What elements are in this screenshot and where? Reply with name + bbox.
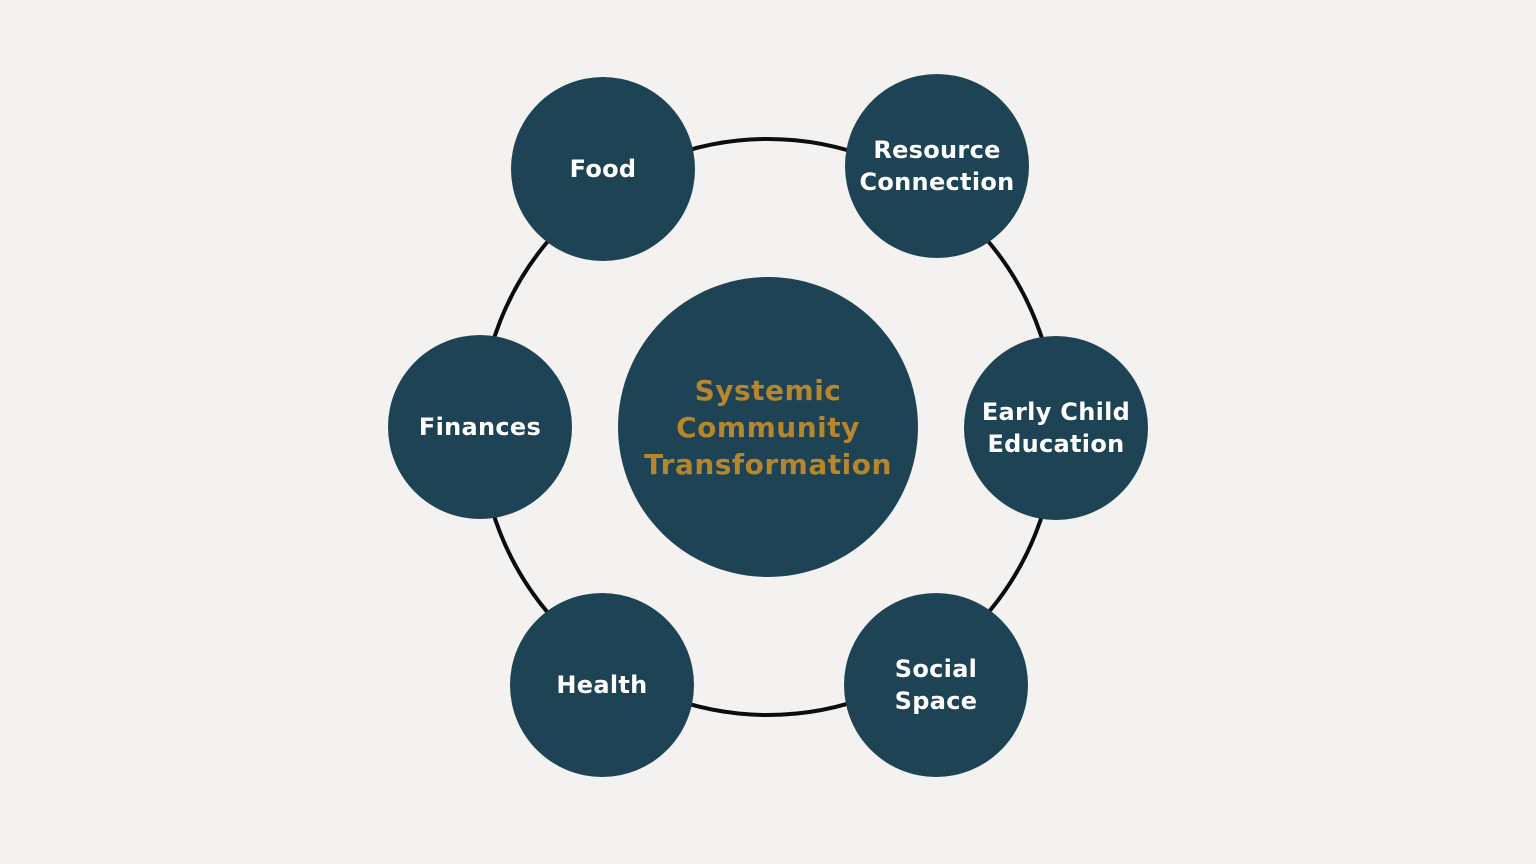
node-finances-label: Finances bbox=[418, 413, 542, 441]
node-food: Food bbox=[511, 77, 695, 261]
node-health-label: Health bbox=[556, 671, 648, 699]
node-social-space-label: Social Space bbox=[894, 655, 978, 715]
node-finances: Finances bbox=[388, 335, 572, 519]
node-food-label: Food bbox=[569, 155, 637, 183]
node-resource-connection-label: Resource Connection bbox=[859, 136, 1015, 196]
node-center: Systemic Community Transformation bbox=[618, 277, 918, 577]
node-center-label: Systemic Community Transformation bbox=[644, 373, 892, 481]
node-health: Health bbox=[510, 593, 694, 777]
node-early-child-education-label: Early Child Education bbox=[981, 398, 1131, 458]
node-early-child-education: Early Child Education bbox=[964, 336, 1148, 520]
node-resource-connection: Resource Connection bbox=[845, 74, 1029, 258]
node-social-space: Social Space bbox=[844, 593, 1028, 777]
